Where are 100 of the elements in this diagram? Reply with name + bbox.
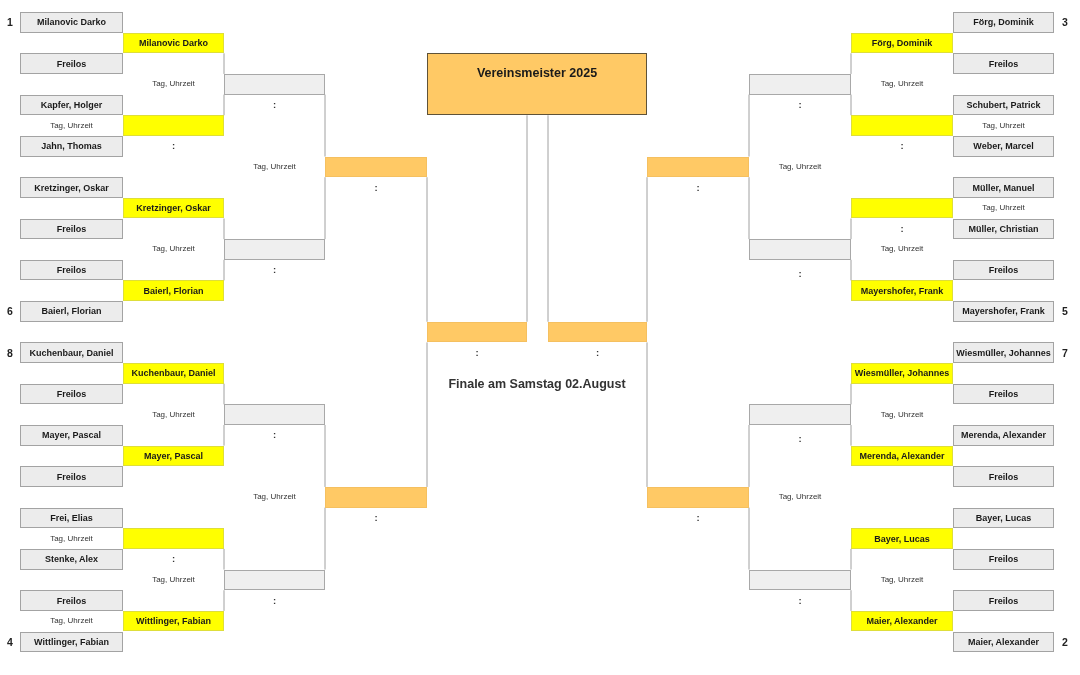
winner-slot [123,115,224,136]
bracket-slot [325,486,427,508]
final-date-text: Finale am Samstag 02.August [448,376,626,391]
bracket-line [850,589,852,612]
seed-number: 1 [7,16,13,29]
bracket-slot [224,569,325,591]
score-text: : [595,347,600,359]
winner-slot: Maier, Alexander [851,610,953,632]
player-slot: Freilos [20,259,123,281]
winner-slot: Milanovic Darko [123,32,224,54]
finalist-slot [548,321,647,343]
match-time-text: Tag, Uhrzeit [880,79,924,89]
match-time-text: Tag, Uhrzeit [50,120,93,131]
bracket-line [547,114,549,323]
player-slot: Freilos [953,466,1054,487]
player-slot: Merenda, Alexander [953,425,1054,446]
bracket-line [426,176,428,323]
bracket-line [223,589,225,612]
seed-number: 8 [7,346,13,359]
player-slot: Baierl, Florian [20,301,123,322]
player-slot: Milanovic Darko [20,12,123,33]
seed-number: 7 [1062,346,1068,359]
bracket-slot [647,156,749,178]
score-text: : [171,553,176,565]
score-text: : [798,99,802,111]
bracket-line [223,94,225,116]
winner-slot: Mayershofer, Frank [851,280,953,302]
winner-slot: Kuchenbaur, Daniel [123,363,224,384]
winner-slot: Bayer, Lucas [851,528,953,549]
player-slot: Freilos [20,53,123,74]
player-slot: Stenke, Alex [20,548,123,570]
bracket-line [223,383,225,405]
player-slot: Maier, Alexander [953,631,1054,653]
bracket-slot [224,73,325,95]
winner-slot: Baierl, Florian [123,280,224,302]
winner-slot: Kretzinger, Oskar [123,197,224,219]
match-time-text: Tag, Uhrzeit [152,575,195,585]
bracket-line [526,114,528,323]
player-slot: Freilos [20,590,123,611]
bracket-line [646,176,648,323]
player-slot: Schubert, Patrick [953,94,1054,116]
seed-number: 4 [7,635,13,648]
bracket-line [223,52,225,75]
player-slot: Förg, Dominik [953,12,1054,33]
player-slot: Müller, Christian [953,218,1054,240]
player-slot: Weber, Marcel [953,135,1054,157]
bracket-slot [325,156,427,178]
winner-slot: Mayer, Pascal [123,445,224,467]
seed-number: 6 [7,305,13,318]
score-text: : [272,264,277,276]
match-time-text: Tag, Uhrzeit [152,244,195,255]
bracket-line [223,424,225,447]
bracket-line [223,218,225,240]
match-time-text: Tag, Uhrzeit [50,616,93,626]
bracket-slot [647,486,749,508]
score-text: : [900,140,904,152]
score-text: : [374,182,378,193]
match-time-text: Tag, Uhrzeit [50,533,93,544]
bracket-slot [749,73,851,95]
match-time-text: Tag, Uhrzeit [152,410,195,420]
score-text: : [171,140,176,152]
score-text: : [798,595,802,606]
bracket-line [748,424,750,488]
score-text: : [475,347,479,359]
winner-slot: Wittlinger, Fabian [123,610,224,632]
bracket-line [850,52,852,75]
player-slot: Freilos [20,218,123,240]
bracket-line [324,176,326,240]
bracket-line [850,94,852,116]
winner-slot: Förg, Dominik [851,32,953,54]
winner-slot [851,197,953,219]
match-time-text: Tag, Uhrzeit [152,79,195,89]
bracket-line [324,94,326,158]
bracket-line [748,507,750,571]
player-slot: Müller, Manuel [953,177,1054,198]
score-text: : [900,223,904,235]
score-text: : [374,512,378,524]
bracket-line [850,548,852,571]
bracket-line [223,259,225,281]
bracket-line [748,94,750,158]
bracket-slot [749,404,851,425]
bracket-line [324,507,326,571]
player-slot: Kretzinger, Oskar [20,177,123,198]
match-time-text: Tag, Uhrzeit [253,492,296,502]
bracket-line [850,218,852,240]
player-slot: Bayer, Lucas [953,507,1054,529]
bracket-slot [749,569,851,591]
winner-slot: Wiesmüller, Johannes [851,363,953,384]
match-time-text: Tag, Uhrzeit [778,162,822,172]
player-slot: Freilos [953,590,1054,611]
match-time-text: Tag, Uhrzeit [253,162,296,172]
player-slot: Jahn, Thomas [20,135,123,157]
bracket-line [426,341,428,488]
winner-slot [123,528,224,549]
match-time-text: Tag, Uhrzeit [880,410,924,420]
match-time-text: Tag, Uhrzeit [778,492,822,502]
player-slot: Freilos [953,383,1054,405]
score-text: : [272,595,277,606]
match-time-text: Tag, Uhrzeit [880,575,924,585]
bracket-line [850,383,852,405]
